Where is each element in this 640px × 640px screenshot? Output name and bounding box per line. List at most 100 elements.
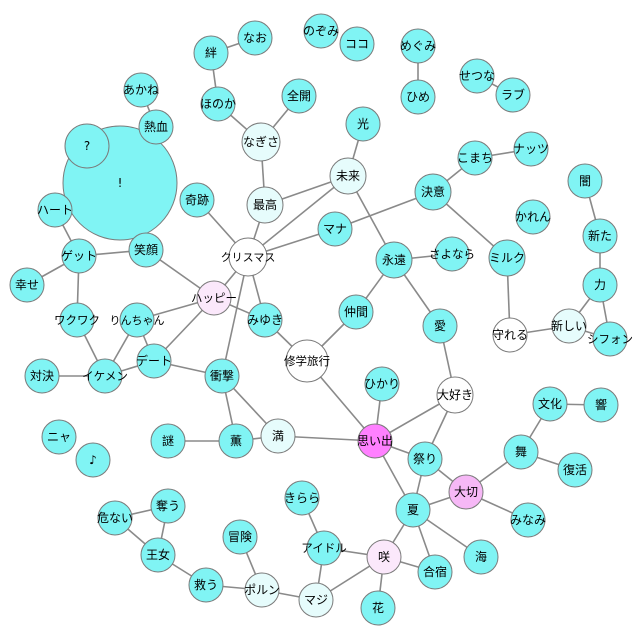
node-circle-rinchan[interactable]: [119, 302, 155, 338]
node-yami[interactable]: 闇: [567, 163, 603, 199]
node-nozomi[interactable]: のぞみ: [303, 13, 339, 49]
node-christmas[interactable]: クリスマス: [221, 237, 276, 277]
node-circle-omoide[interactable]: [357, 423, 393, 459]
node-circle-gasshuku[interactable]: [417, 554, 453, 590]
node-natsu[interactable]: 夏: [395, 492, 431, 528]
node-circle-setsuna[interactable]: [459, 58, 495, 94]
node-circle-love[interactable]: [495, 77, 531, 113]
node-hikari2[interactable]: ひかり: [364, 366, 400, 402]
node-pollun[interactable]: ポルン: [244, 572, 280, 608]
node-ikemen[interactable]: イケメン: [82, 358, 128, 394]
node-zenkai[interactable]: 全開: [281, 78, 317, 114]
node-circle-kirara[interactable]: [284, 480, 320, 516]
node-fukkatsu[interactable]: 復活: [557, 452, 593, 488]
node-circle-ketsui[interactable]: [414, 173, 452, 211]
node-hime[interactable]: ひめ: [400, 79, 436, 115]
node-circle-akane[interactable]: [123, 72, 159, 108]
node-circle-bunka[interactable]: [532, 386, 568, 422]
node-circle-honoka[interactable]: [200, 86, 236, 122]
node-circle-sukuu[interactable]: [188, 567, 224, 603]
node-circle-karen[interactable]: [515, 199, 551, 235]
node-akane[interactable]: あかね: [123, 72, 159, 108]
node-circle-nya[interactable]: [41, 419, 77, 455]
node-circle-koko[interactable]: [339, 26, 375, 62]
node-circle-wakuwaku[interactable]: [59, 302, 95, 338]
node-circle-hikari[interactable]: [345, 106, 381, 142]
node-circle-nagisa[interactable]: [241, 122, 281, 162]
node-chikara[interactable]: 力: [582, 267, 618, 303]
node-nao[interactable]: なお: [237, 20, 273, 56]
node-circle-ubau[interactable]: [150, 488, 186, 524]
node-idol[interactable]: アイドル: [301, 530, 347, 566]
node-circle-kiken[interactable]: [97, 500, 133, 536]
node-circle-maji[interactable]: [298, 582, 334, 618]
node-sayonara[interactable]: さよなら: [429, 236, 475, 272]
node-circle-kaoru[interactable]: [218, 423, 254, 459]
node-circle-date[interactable]: [136, 343, 172, 379]
node-circle-hikari2[interactable]: [364, 366, 400, 402]
node-circle-q[interactable]: [64, 123, 110, 169]
node-date[interactable]: デート: [136, 343, 172, 379]
node-ubau[interactable]: 奪う: [150, 488, 186, 524]
node-bouken[interactable]: 冒険: [222, 519, 258, 555]
node-circle-saikou[interactable]: [246, 186, 284, 224]
node-taiketsu[interactable]: 対決: [24, 358, 60, 394]
node-circle-sayonara[interactable]: [434, 236, 470, 272]
node-circle-pollun[interactable]: [244, 572, 280, 608]
node-nya[interactable]: ニャ: [41, 419, 77, 455]
node-taisetsu[interactable]: 大切: [448, 474, 484, 510]
node-minami[interactable]: みなみ: [510, 502, 546, 538]
node-circle-get[interactable]: [61, 238, 97, 274]
node-circle-eien[interactable]: [375, 241, 413, 279]
node-circle-mana[interactable]: [317, 211, 353, 247]
node-q[interactable]: ?: [64, 123, 110, 169]
node-bunka[interactable]: 文化: [532, 386, 568, 422]
node-circle-shiawase[interactable]: [9, 267, 45, 303]
node-circle-christmas[interactable]: [228, 237, 268, 277]
node-man[interactable]: 満: [260, 418, 296, 454]
node-circle-nazo[interactable]: [150, 423, 186, 459]
node-megumi[interactable]: めぐみ: [400, 28, 436, 64]
node-circle-bouken[interactable]: [222, 519, 258, 555]
node-circle-kiseki[interactable]: [179, 182, 215, 218]
node-circle-taisetsu[interactable]: [448, 474, 484, 510]
node-get[interactable]: ゲット: [61, 238, 97, 274]
node-circle-shugaku[interactable]: [285, 339, 329, 383]
node-circle-umi[interactable]: [463, 539, 499, 575]
node-koko[interactable]: ココ: [339, 26, 375, 62]
node-circle-matsuri[interactable]: [407, 441, 443, 477]
node-setsuna[interactable]: せつな: [459, 58, 495, 94]
node-circle-miyuki[interactable]: [247, 302, 283, 338]
node-kizuna[interactable]: 絆: [193, 35, 229, 71]
node-circle-nekketsu[interactable]: [138, 109, 174, 145]
node-atarashii[interactable]: 新しい: [551, 308, 587, 344]
node-circle-ai[interactable]: [422, 308, 458, 344]
node-sukuu[interactable]: 救う: [188, 567, 224, 603]
node-circle-yami[interactable]: [567, 163, 603, 199]
node-nagisa[interactable]: なぎさ: [241, 122, 281, 162]
node-circle-nozomi[interactable]: [303, 13, 339, 49]
node-circle-note[interactable]: [75, 442, 111, 478]
node-mirai[interactable]: 未来: [329, 157, 367, 195]
node-saku[interactable]: 咲: [366, 539, 402, 575]
node-hibiki[interactable]: 響: [583, 387, 619, 423]
node-chiffon[interactable]: シフォン: [587, 321, 633, 357]
node-shougeki[interactable]: 衝撃: [204, 358, 240, 394]
node-miyuki[interactable]: みゆき: [247, 302, 283, 338]
node-saikou[interactable]: 最高: [246, 186, 284, 224]
node-circle-chikara[interactable]: [582, 267, 618, 303]
node-circle-hibiki[interactable]: [583, 387, 619, 423]
node-umi[interactable]: 海: [463, 539, 499, 575]
node-circle-chiffon[interactable]: [592, 321, 628, 357]
node-ketsui[interactable]: 決意: [414, 173, 452, 211]
node-karen[interactable]: かれん: [515, 199, 551, 235]
node-circle-nao[interactable]: [237, 20, 273, 56]
node-circle-hime[interactable]: [400, 79, 436, 115]
node-note[interactable]: ♪: [75, 442, 111, 478]
node-hikari[interactable]: 光: [345, 106, 381, 142]
node-circle-kizuna[interactable]: [193, 35, 229, 71]
node-wakuwaku[interactable]: ワクワク: [54, 302, 100, 338]
node-matsuri[interactable]: 祭り: [407, 441, 443, 477]
node-nuts[interactable]: ナッツ: [513, 131, 549, 167]
node-kiseki[interactable]: 奇跡: [179, 182, 215, 218]
